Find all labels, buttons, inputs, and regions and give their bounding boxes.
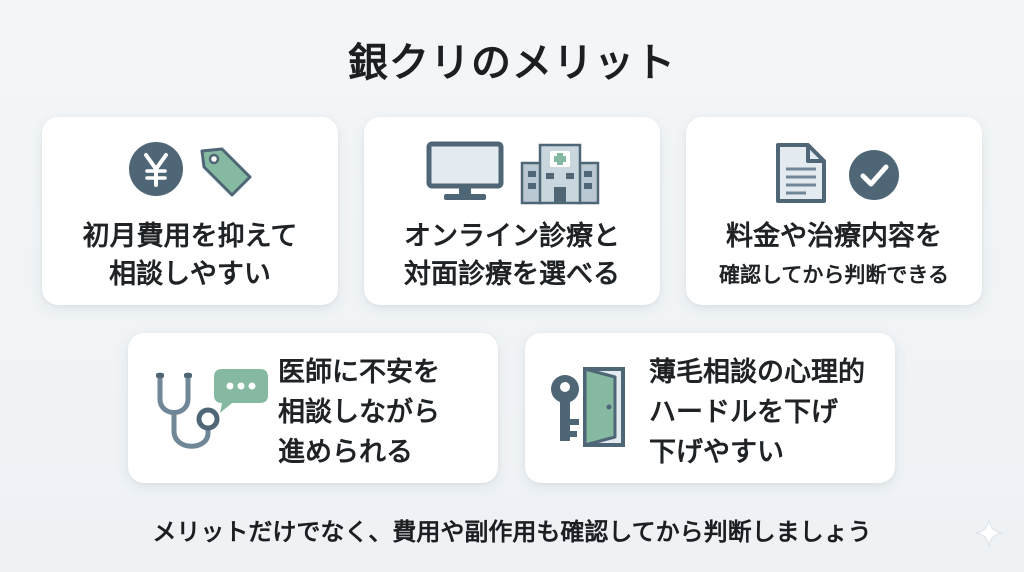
hospital-icon	[520, 143, 600, 205]
card-line: 相談しながら	[278, 397, 440, 428]
yen-coin-icon	[129, 142, 183, 196]
card-icons	[42, 141, 338, 205]
check-circle-icon	[849, 150, 899, 200]
card-line: 対面診療を選べる	[404, 259, 620, 290]
card-icons	[364, 141, 660, 205]
card-line: ハードルを下げ	[649, 397, 838, 428]
card-line: オンライン診療と	[404, 221, 620, 252]
price-tag-icon	[200, 147, 252, 197]
chat-bubble-icon	[214, 369, 268, 413]
footer-note: メリットだけでなく、費用や副作用も確認してから判断しましょう	[152, 518, 872, 546]
card-text: 初月費用を抑えて 相談しやすい	[42, 218, 338, 294]
merit-card-psychological-barrier: 薄毛相談の心理的 ハードルを下げ 下げやすい	[525, 333, 895, 483]
card-line: 下げやすい	[649, 437, 784, 468]
card-text: 料金や治療内容を 確認してから判断できる	[686, 218, 982, 294]
card-line: 進められる	[278, 437, 413, 468]
document-icon	[776, 143, 826, 203]
merit-card-cost: 初月費用を抑えて 相談しやすい	[42, 117, 338, 305]
card-line: 確認してから判断できる	[719, 263, 949, 287]
merit-card-doctor: 医師に不安を 相談しながら 進められる	[128, 333, 498, 483]
card-line: 薄毛相談の心理的	[649, 357, 865, 388]
card-icons	[686, 141, 982, 205]
card-text: 薄毛相談の心理的 ハードルを下げ 下げやすい	[649, 353, 865, 473]
sparkle-icon	[974, 518, 1004, 548]
page-title: 銀クリのメリット	[348, 40, 676, 86]
card-text: オンライン診療と 対面診療を選べる	[364, 218, 660, 294]
open-door-icon	[583, 367, 625, 447]
merit-card-consultation-style: オンライン診療と 対面診療を選べる	[364, 117, 660, 305]
card-line: 初月費用を抑えて	[82, 221, 298, 252]
monitor-icon	[426, 141, 504, 200]
card-line: 料金や治療内容を	[726, 221, 942, 252]
card-line: 医師に不安を	[278, 357, 440, 388]
stethoscope-icon	[156, 372, 220, 449]
card-line: 相談しやすい	[109, 259, 271, 290]
card-text: 医師に不安を 相談しながら 進められる	[278, 353, 440, 473]
key-icon	[551, 375, 579, 441]
merit-card-transparency: 料金や治療内容を 確認してから判断できる	[686, 117, 982, 305]
